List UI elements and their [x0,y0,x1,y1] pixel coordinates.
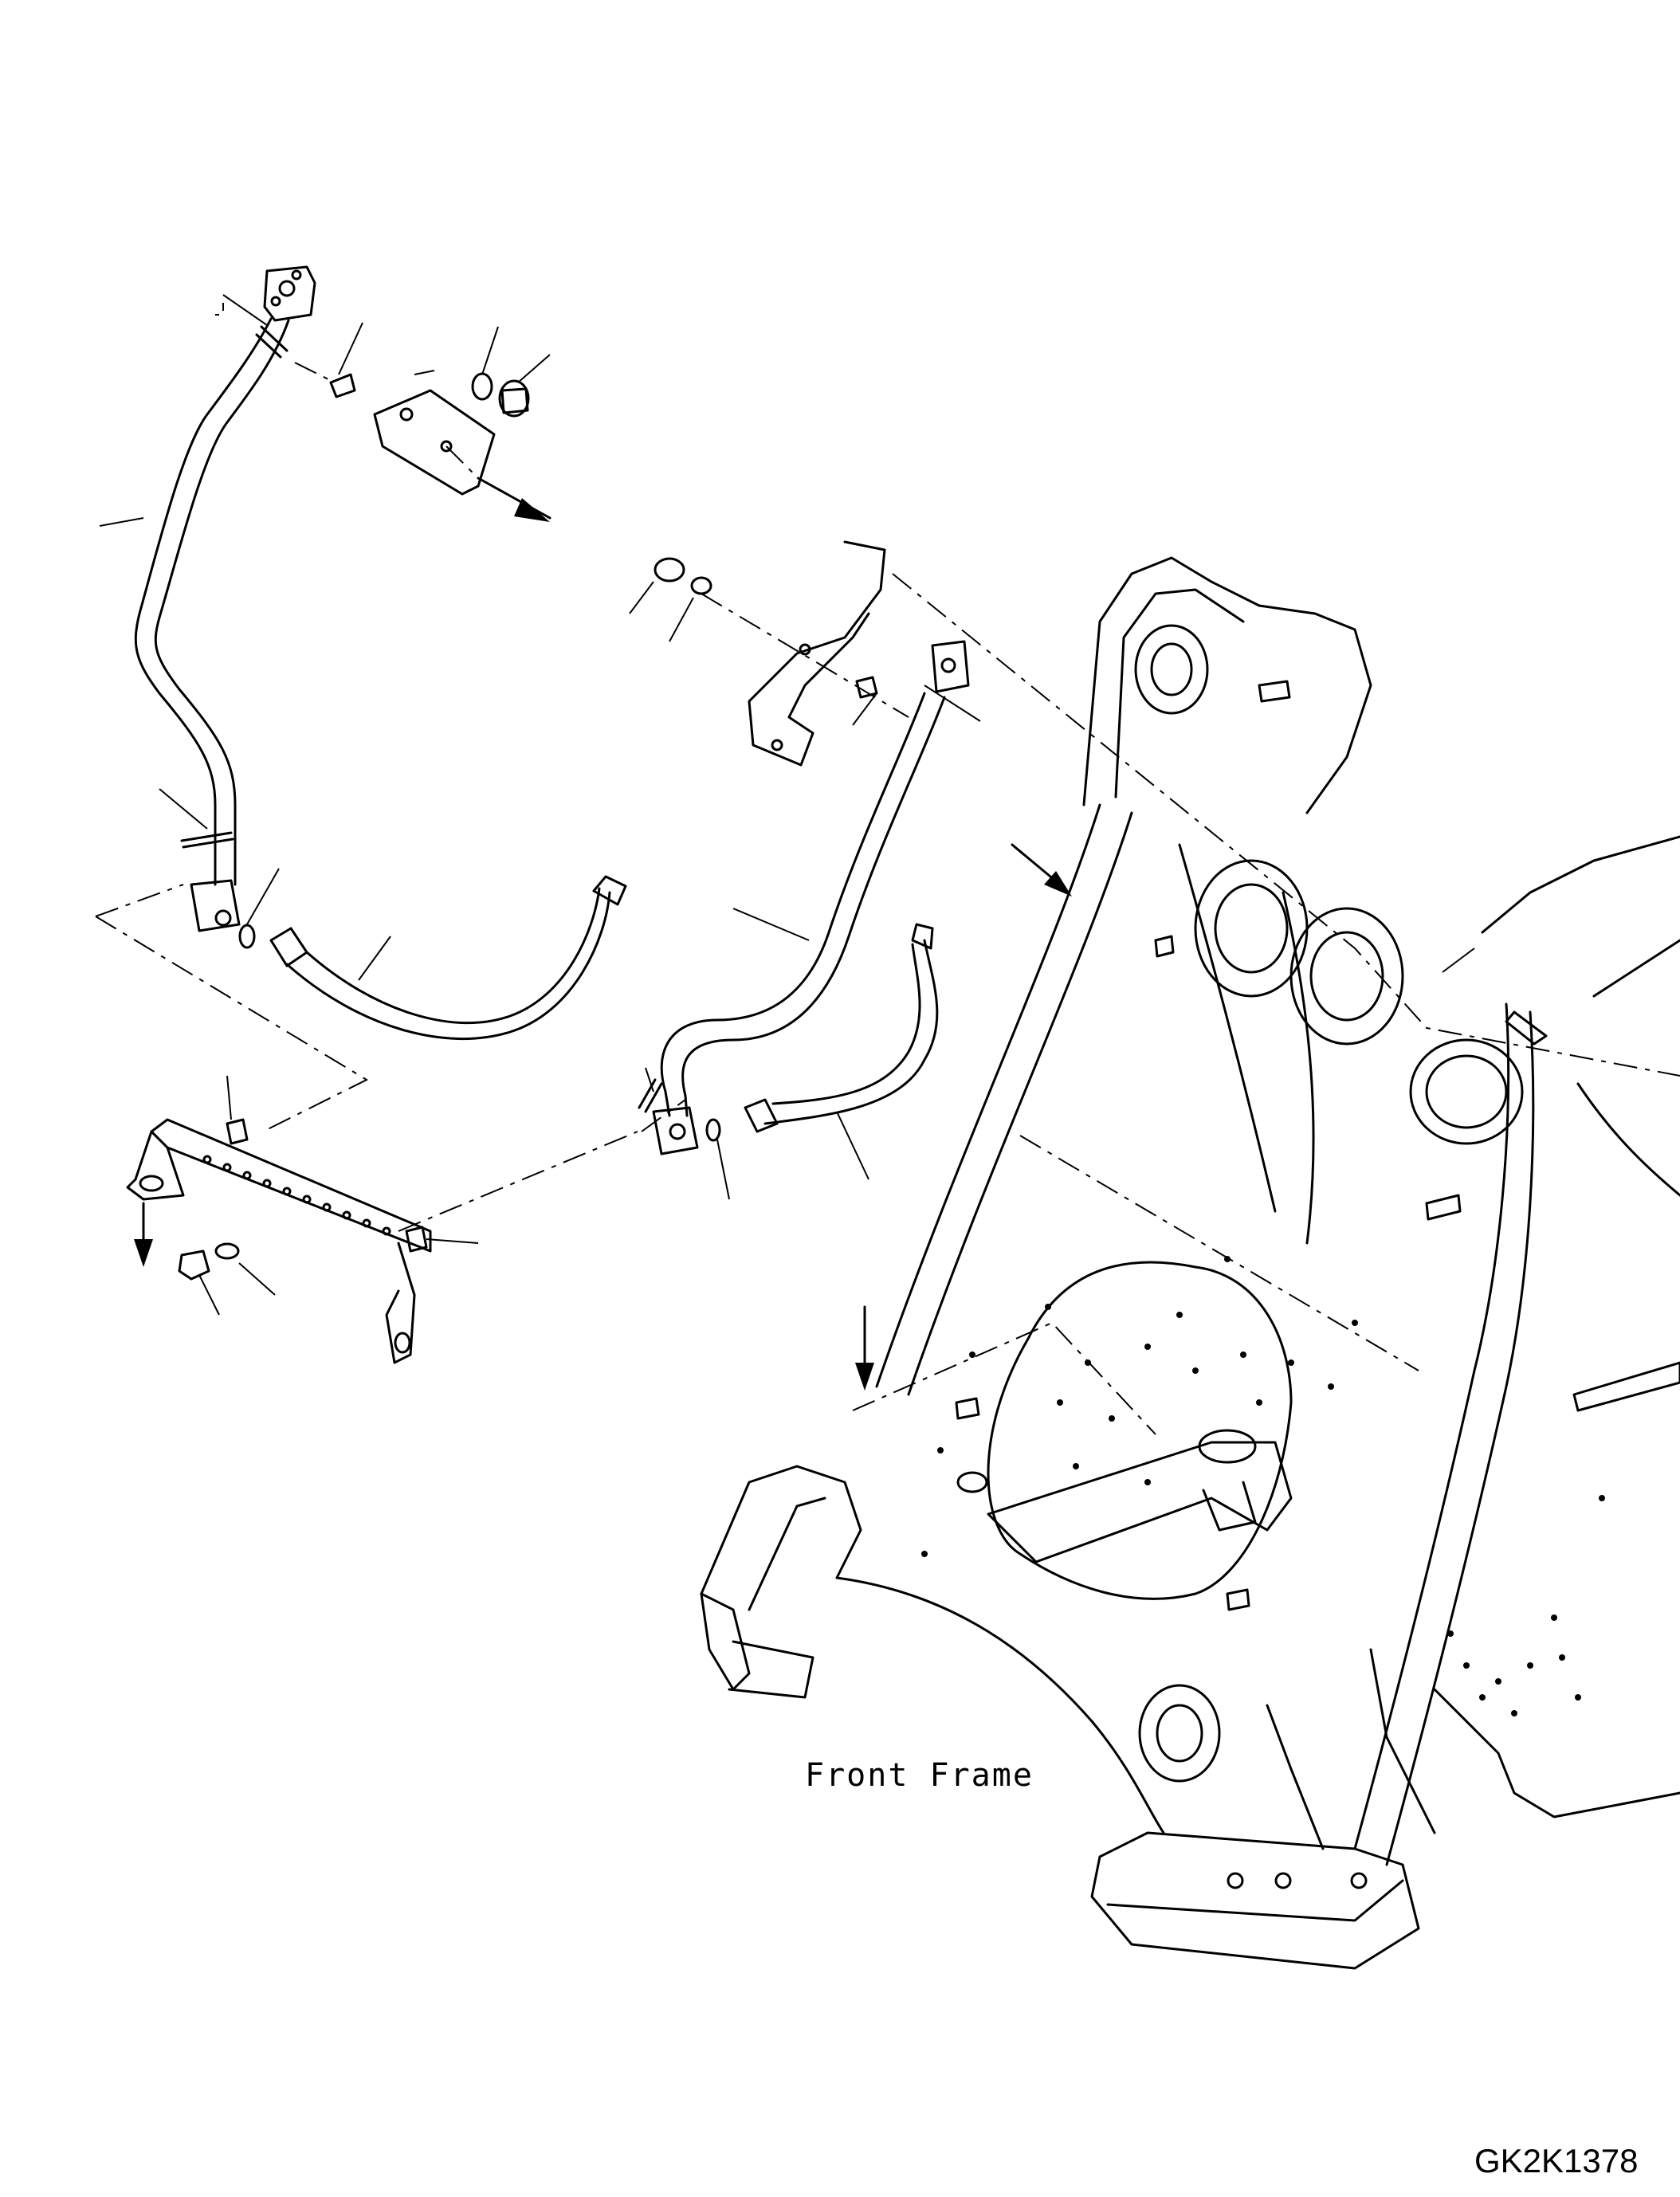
left-tube-assembly [99,265,316,949]
front-frame-outline [700,556,1680,1970]
front-frame-label: Front Frame [805,1757,1034,1794]
left-clamp-plate [95,884,686,1364]
plate-holes [202,1155,391,1236]
right-hose [744,923,939,1180]
frame-bolt-holes [921,1256,1605,1716]
left-hose [269,875,627,1041]
drawing-code: GK2K1378 [1474,2142,1639,2179]
top-mounting-bracket [294,322,551,522]
right-tube-assembly [629,540,981,1200]
